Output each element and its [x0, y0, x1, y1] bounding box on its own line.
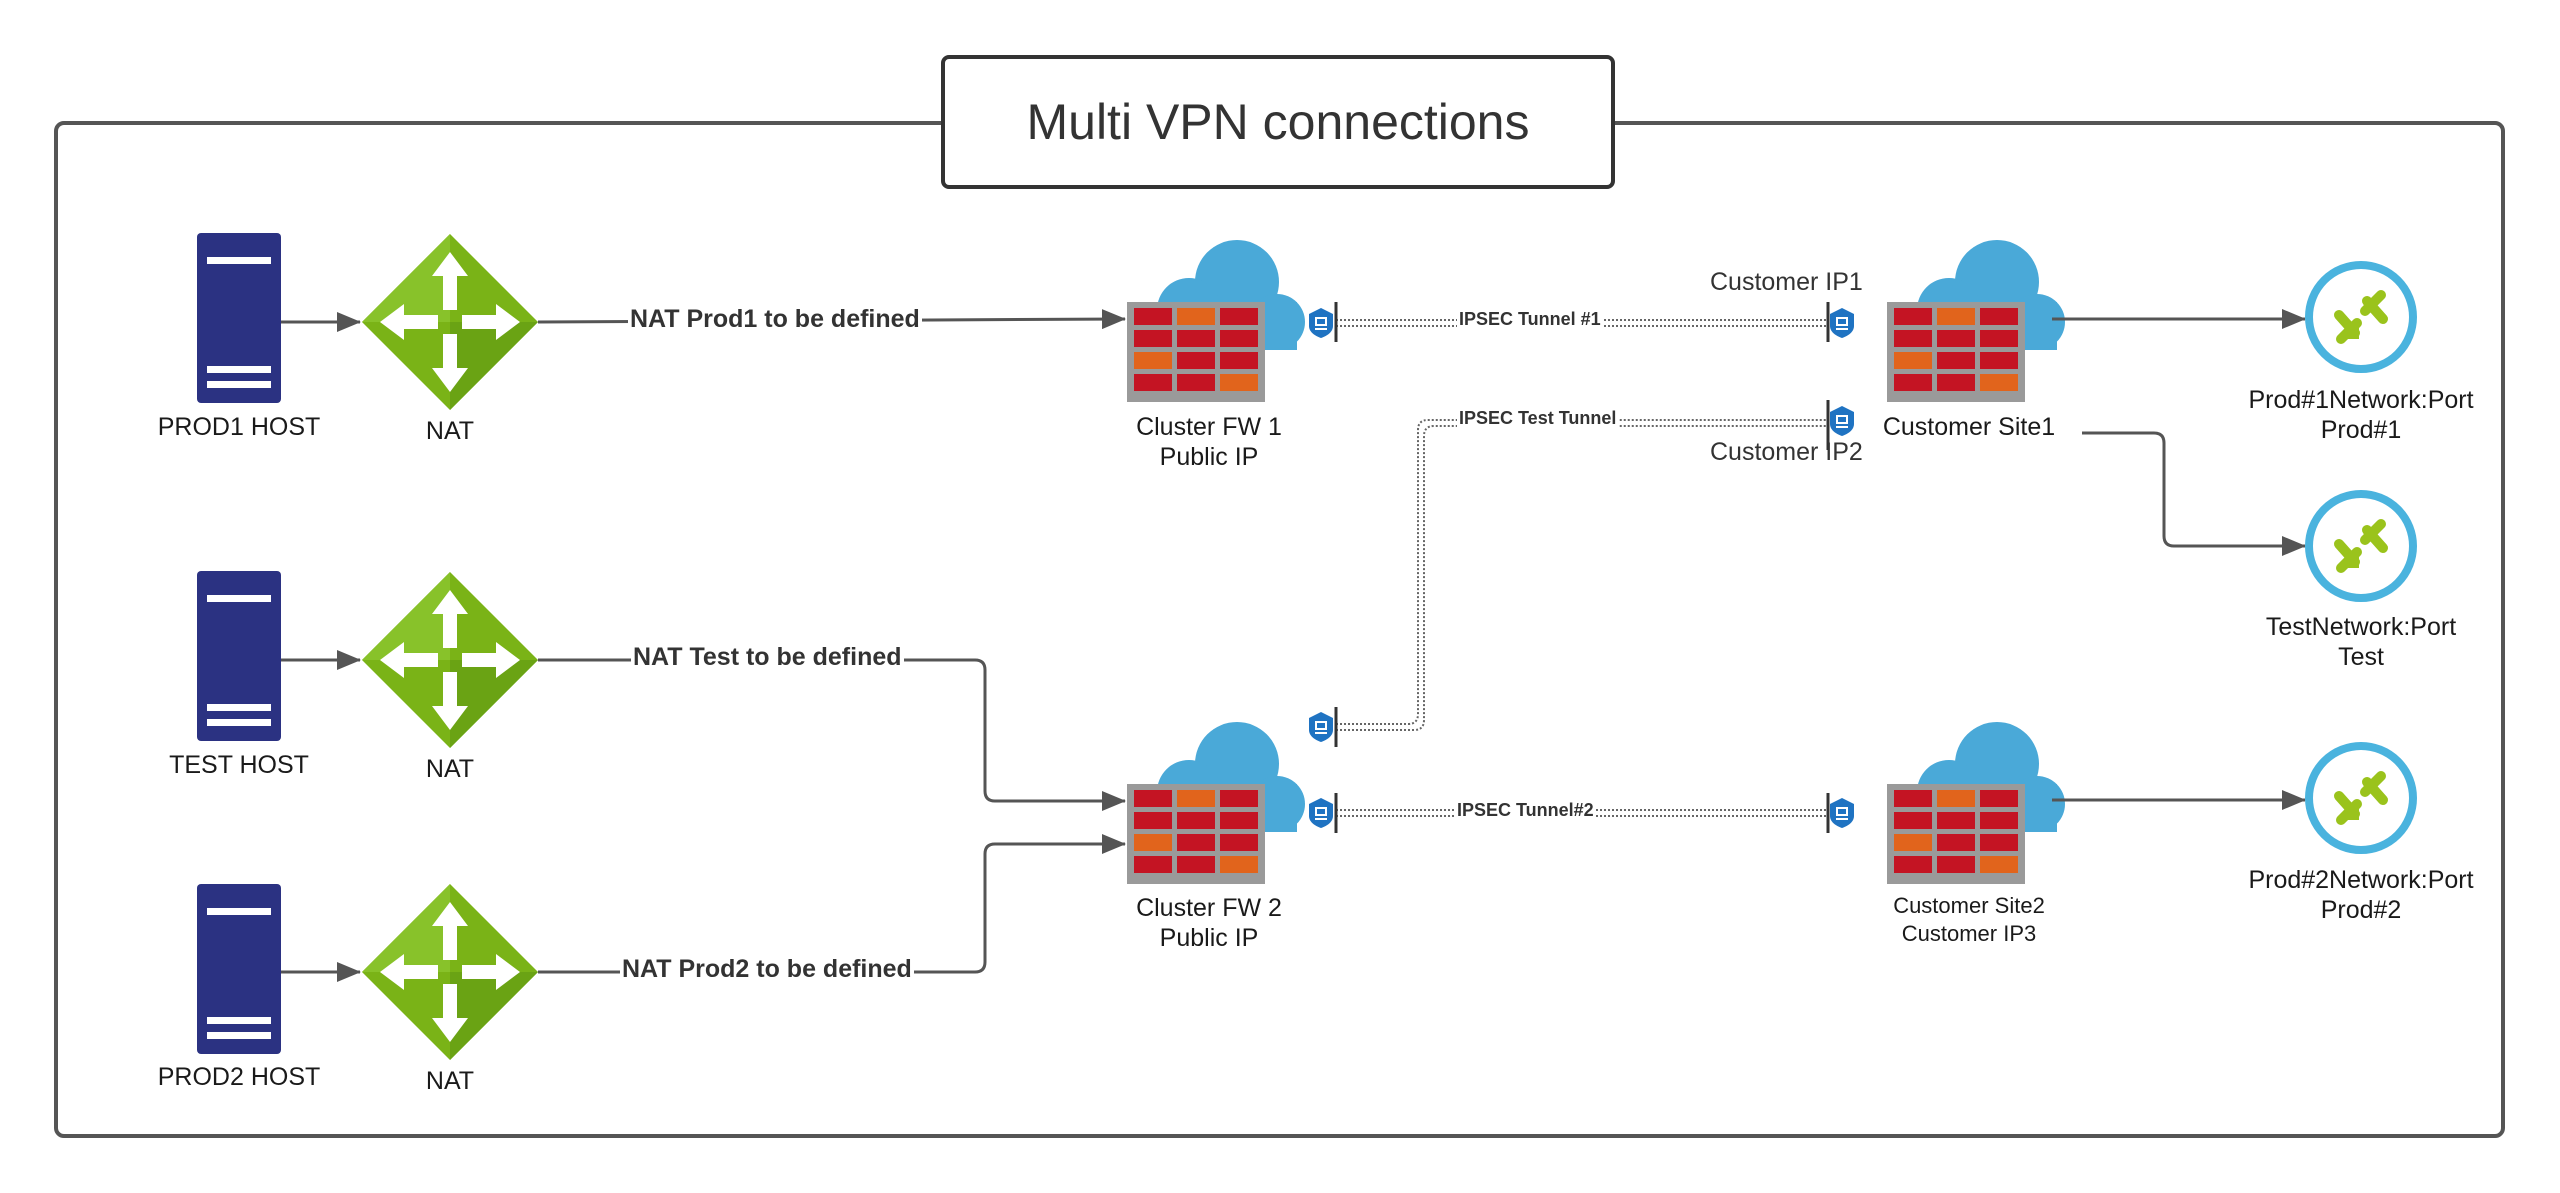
firewall-2-ip: Public IP [1159, 924, 1259, 952]
nat-edge-label-prod1: NAT Prod1 to be defined [628, 305, 922, 333]
customer-site1-label: Customer Site1 [1882, 413, 2056, 441]
customer-site2-ip: Customer IP3 [1901, 921, 2037, 946]
prod2-port-sublabel: Prod#2 [2320, 896, 2402, 924]
firewall-2-icon [1127, 722, 1305, 884]
test-port-sublabel: Test [2338, 643, 2384, 671]
prod2-port-icon [2309, 746, 2413, 850]
nat-icon-3 [362, 884, 538, 1060]
prod1-server-icon [197, 233, 281, 403]
test-server-icon [197, 571, 281, 741]
prod1-host-label: PROD1 HOST [157, 413, 321, 441]
prod1-port-icon [2309, 265, 2413, 369]
edge-nat-test-fw2 [538, 658, 1126, 811]
tunnel-1-label: IPSEC Tunnel #1 [1457, 309, 1603, 329]
test-port-icon [2309, 494, 2413, 598]
firewall-1-icon [1127, 240, 1305, 402]
firewall-1-ip: Public IP [1159, 443, 1259, 471]
title-box: Multi VPN connections [941, 55, 1615, 189]
tunnel-test [1336, 419, 1828, 731]
tunnel-2-label: IPSEC Tunnel#2 [1455, 800, 1596, 820]
edge-nat-prod2-fw2 [538, 834, 1126, 974]
nat-label-3: NAT [425, 1067, 475, 1095]
vpn-gateway-icon [1830, 308, 1854, 338]
nat-edge-label-prod2: NAT Prod2 to be defined [620, 955, 914, 983]
customer-ip1-label: Customer IP1 [1710, 268, 1863, 296]
nat-label-1: NAT [425, 417, 475, 445]
customer-site1-icon [1887, 240, 2065, 402]
nat-edge-label-test: NAT Test to be defined [631, 643, 904, 671]
tunnel-test-label: IPSEC Test Tunnel [1457, 408, 1619, 428]
diagram-title: Multi VPN connections [1026, 94, 1530, 150]
prod2-host-label: PROD2 HOST [157, 1063, 321, 1091]
prod1-port-sublabel: Prod#1 [2320, 416, 2402, 444]
test-host-label: TEST HOST [169, 751, 309, 779]
customer-site2-icon [1887, 722, 2065, 884]
firewall-2-name: Cluster FW 2 [1136, 894, 1282, 922]
customer-site2-label: Customer Site2 [1893, 893, 2045, 918]
edge-site1-test-port [2082, 431, 2306, 556]
nat-icon-2 [362, 572, 538, 748]
firewall-1-name: Cluster FW 1 [1136, 413, 1282, 441]
vpn-gateway-icon [1309, 798, 1333, 828]
prod2-server-icon [197, 884, 281, 1054]
vpn-gateway-icon [1830, 406, 1854, 436]
vpn-gateway-icon [1830, 798, 1854, 828]
test-port-label: TestNetwork:Port [2265, 613, 2457, 641]
vpn-gateway-icon [1309, 308, 1333, 338]
prod1-port-label: Prod#1Network:Port [2248, 386, 2474, 414]
nat-label-2: NAT [425, 755, 475, 783]
nat-icon-1 [362, 234, 538, 410]
customer-ip2-label: Customer IP2 [1710, 438, 1863, 466]
prod2-port-label: Prod#2Network:Port [2248, 866, 2474, 894]
vpn-gateway-icon [1309, 712, 1333, 742]
